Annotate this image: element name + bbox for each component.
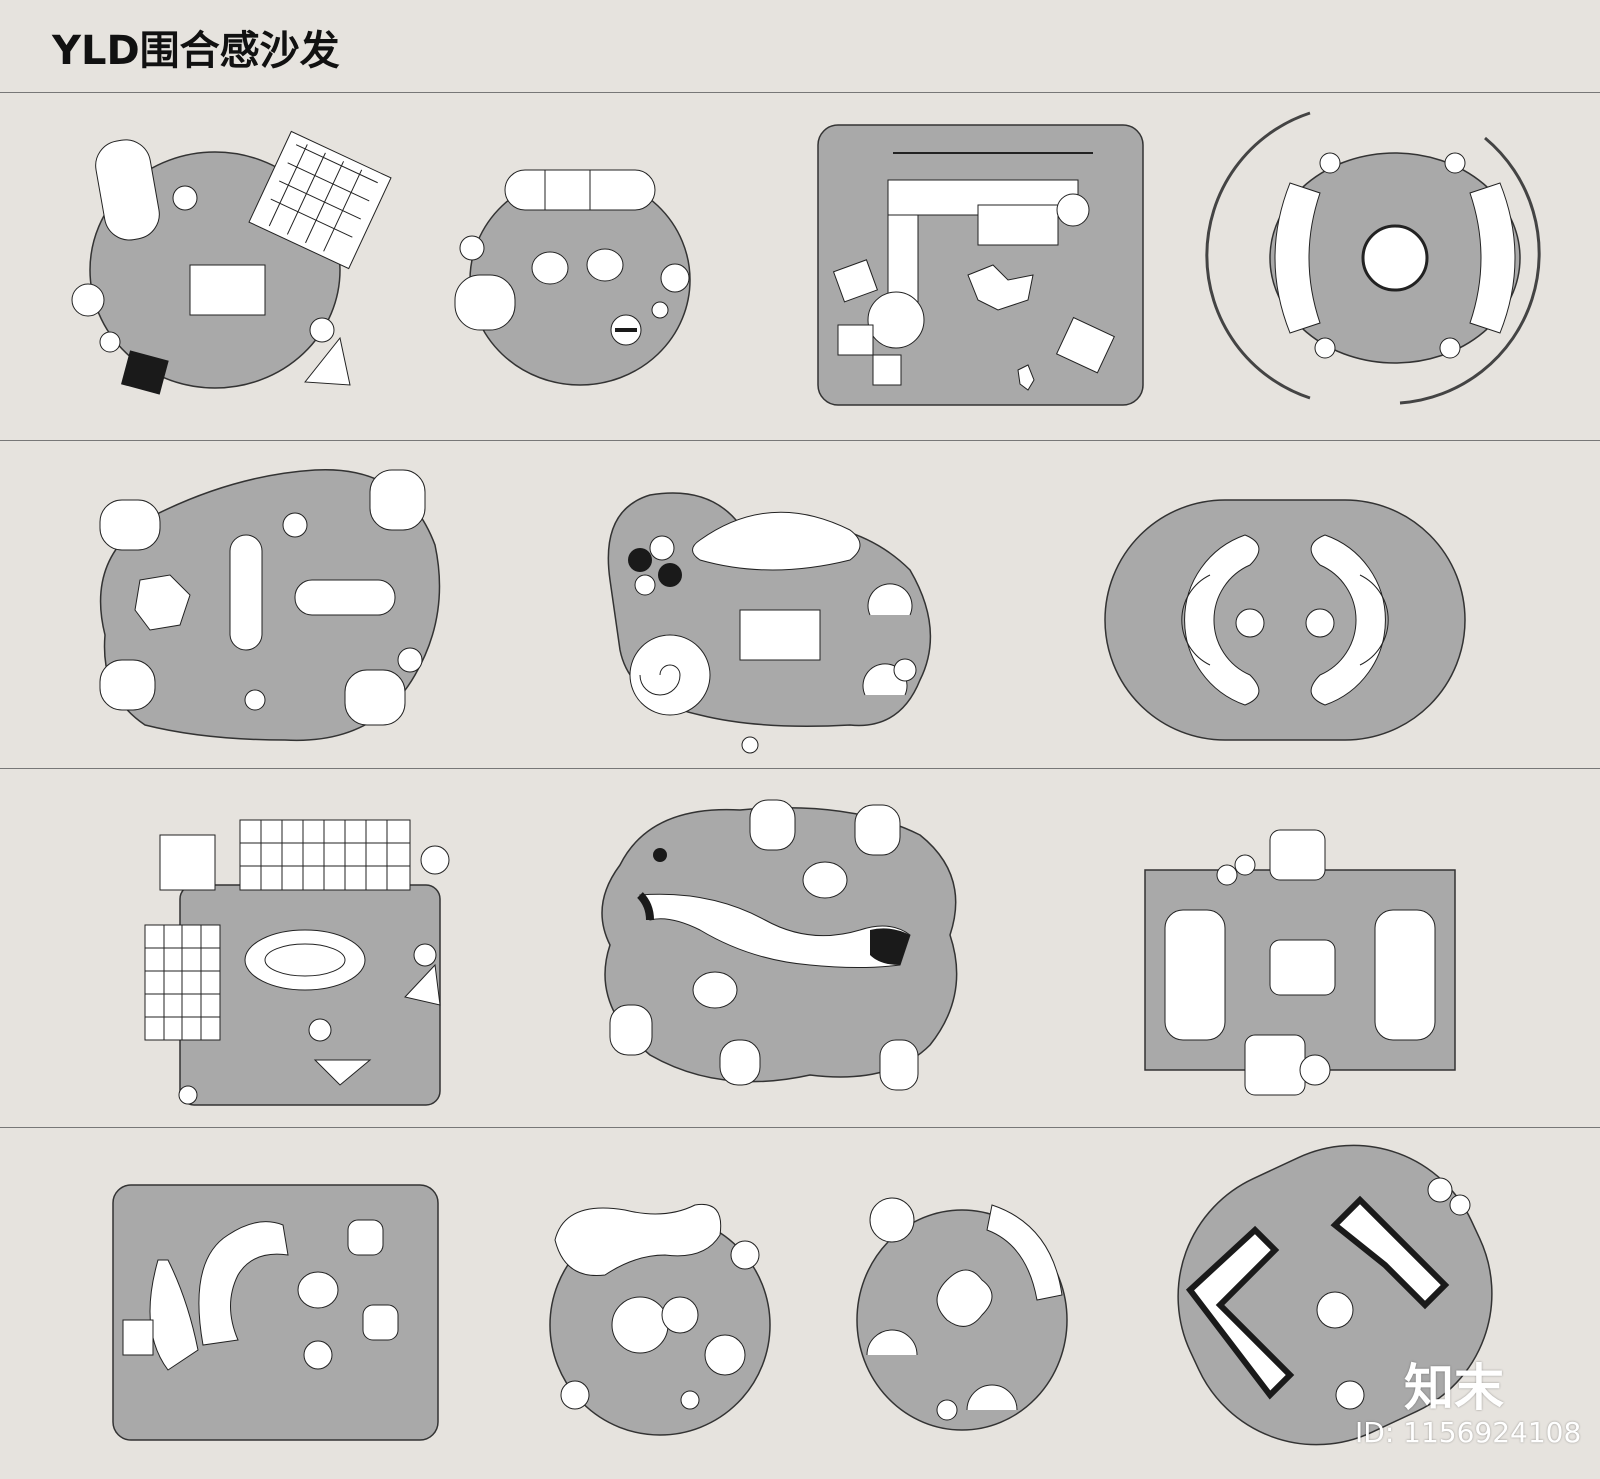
plan-blob-rug-lip-sofa: [607, 492, 932, 754]
plan-rect-rug-grid-sofas: [144, 819, 450, 1106]
plan-rect-rug-facing-sofas: [1144, 829, 1456, 1096]
plan-round-rug-armchairs: [71, 130, 392, 395]
plan-round-rug-arc-sofa: [856, 1197, 1068, 1431]
plan-blob-rug-modular: [99, 468, 441, 742]
plan-round-rug-chain-sofa: [454, 169, 691, 386]
watermark-id: ID: 1156924108: [1355, 1416, 1582, 1449]
row-1-band: [0, 92, 1600, 441]
plan-rect-rug-boomerang: [112, 1184, 439, 1441]
plan-round-rug-cloud-sofa: [549, 1203, 771, 1436]
watermark-logo: 知末: [1404, 1359, 1504, 1417]
page-title: YLD围合感沙发: [52, 28, 340, 74]
plan-oval-rug-curved-sectionals: [1104, 499, 1466, 741]
row-2-band: [0, 441, 1600, 769]
header-bar: YLD围合感沙发: [0, 0, 1600, 93]
plan-round-rug-curved-sofas: [1205, 111, 1541, 405]
plan-rect-rug-corner-sofa: [817, 124, 1144, 406]
row-3-band: [0, 769, 1600, 1128]
plan-oval-rug-checker-sofas: [1177, 1144, 1493, 1446]
plan-blob-rug-wave-sofa: [601, 799, 958, 1091]
